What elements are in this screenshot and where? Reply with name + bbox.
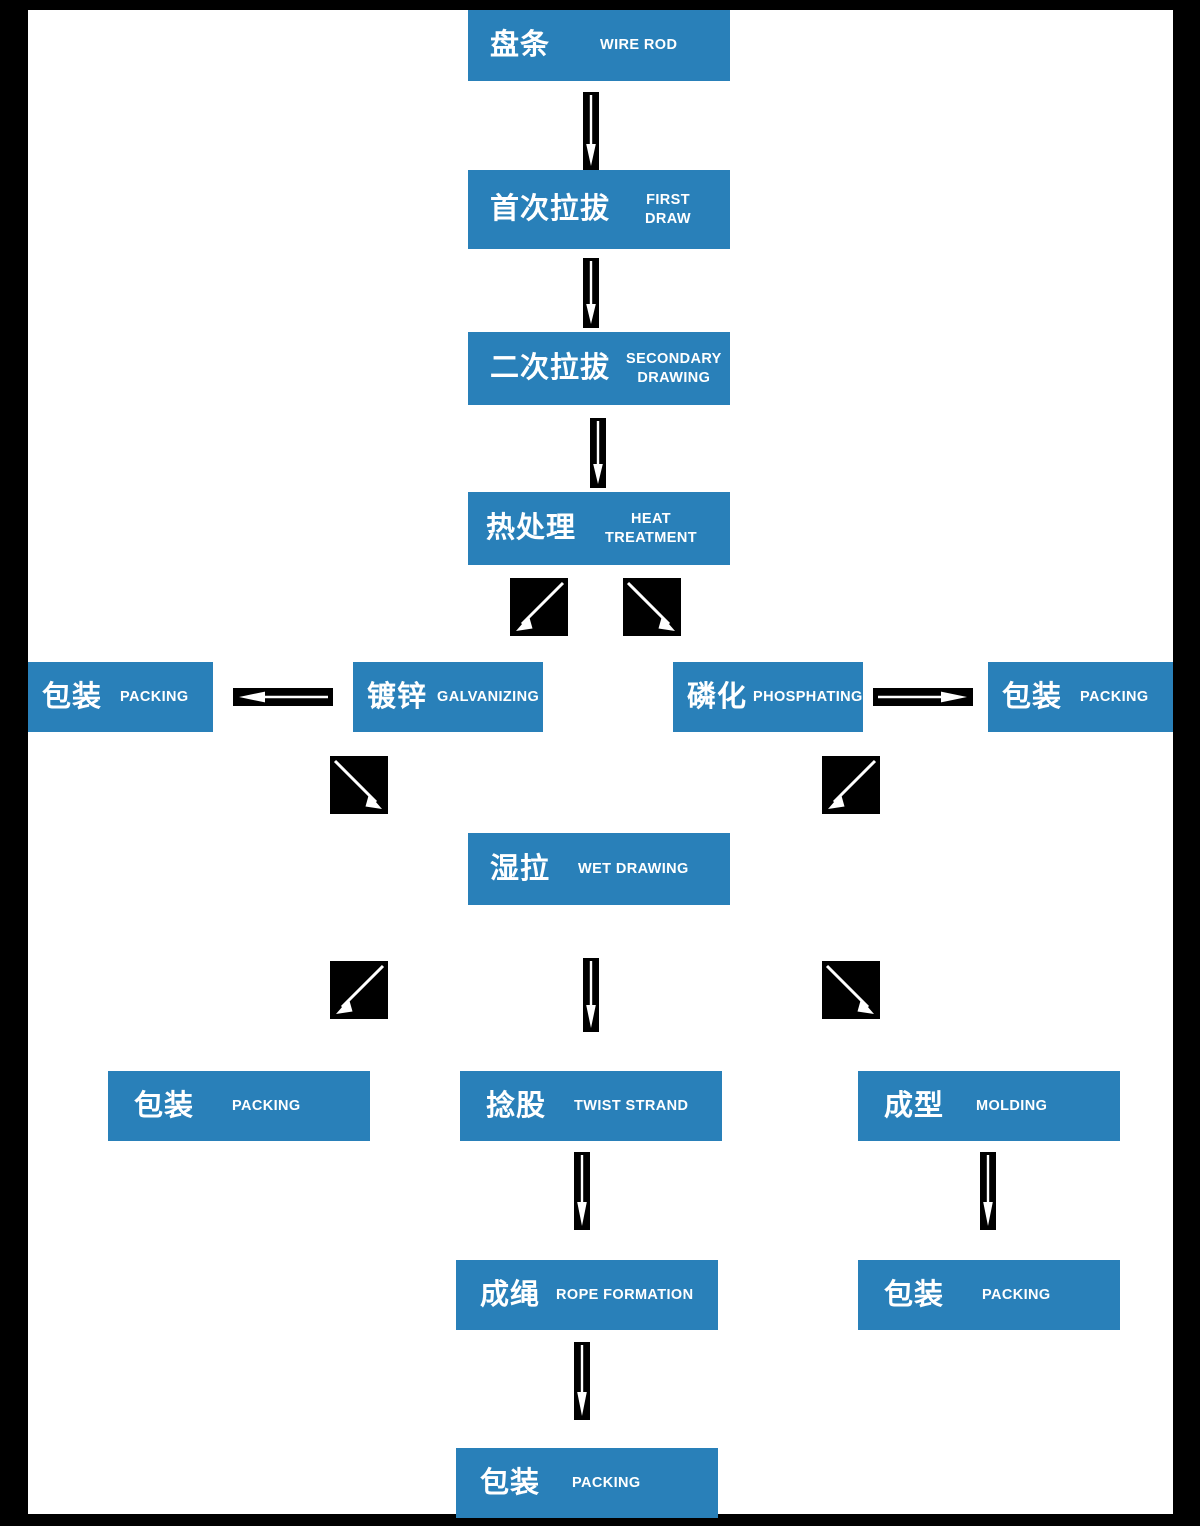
node-galvanizing-cn: 镀锌 — [367, 680, 428, 713]
node-first-draw-cn: 首次拉拔 — [490, 193, 611, 225]
node-packing-right-2-cn: 包装 — [884, 1278, 945, 1311]
node-rope-formation-en: ROPE FORMATION — [556, 1286, 694, 1303]
node-galvanizing[interactable]: 镀锌 GALVANIZING — [353, 662, 543, 732]
node-packing-bottom-en: PACKING — [572, 1474, 641, 1491]
node-rope-formation[interactable]: 成绳 ROPE FORMATION — [456, 1260, 718, 1330]
node-packing-left-2-cn: 包装 — [134, 1089, 195, 1122]
connector-phosphating-to-packing-right-1 — [873, 688, 973, 706]
node-phosphating-cn: 磷化 — [687, 680, 748, 713]
connector-heat-treatment-to-phosphating — [623, 578, 681, 636]
node-packing-left-2-en: PACKING — [232, 1097, 301, 1114]
node-heat-treatment[interactable]: 热处理 HEAT TREATMENT — [468, 492, 730, 565]
flowchart-canvas: 盘条 WIRE ROD 首次拉拔 FIRST DRAW 二次拉拔 SECONDA… — [28, 10, 1173, 1518]
connector-galvanizing-to-wet-drawing — [330, 756, 388, 814]
connector-secondary-draw-to-heat-treatment — [590, 418, 606, 488]
node-packing-right-2[interactable]: 包装 PACKING — [858, 1260, 1120, 1330]
node-packing-bottom[interactable]: 包装 PACKING — [456, 1448, 718, 1518]
node-packing-left-1-en: PACKING — [120, 688, 189, 705]
node-secondary-draw[interactable]: 二次拉拔 SECONDARY DRAWING — [468, 332, 730, 405]
connector-rope-formation-to-packing-bottom — [574, 1342, 590, 1420]
node-heat-treatment-cn: 热处理 — [486, 512, 577, 544]
node-secondary-draw-en: SECONDARY DRAWING — [626, 350, 722, 386]
node-wet-drawing-en: WET DRAWING — [578, 860, 689, 877]
node-wet-drawing-cn: 湿拉 — [490, 852, 551, 885]
node-rope-formation-cn: 成绳 — [480, 1278, 541, 1311]
connector-molding-to-packing-right-2 — [980, 1152, 996, 1230]
node-wet-drawing[interactable]: 湿拉 WET DRAWING — [468, 833, 730, 905]
connector-first-draw-to-secondary-draw — [583, 258, 599, 328]
node-packing-left-2[interactable]: 包装 PACKING — [108, 1071, 370, 1141]
connector-wet-drawing-to-molding — [822, 961, 880, 1019]
node-heat-treatment-en: HEAT TREATMENT — [605, 510, 697, 546]
node-packing-right-2-en: PACKING — [982, 1286, 1051, 1303]
node-phosphating[interactable]: 磷化 PHOSPHATING — [673, 662, 863, 732]
node-phosphating-en: PHOSPHATING — [753, 688, 863, 705]
node-molding[interactable]: 成型 MOLDING — [858, 1071, 1120, 1141]
connector-wire-rod-to-first-draw — [583, 92, 599, 170]
connector-wet-drawing-to-packing-left-2 — [330, 961, 388, 1019]
connector-wet-drawing-to-twist-strand — [583, 958, 599, 1032]
node-packing-right-1[interactable]: 包装 PACKING — [988, 662, 1173, 732]
connector-twist-strand-to-rope-formation — [574, 1152, 590, 1230]
node-wire-rod-en: WIRE ROD — [600, 37, 678, 54]
connector-phosphating-to-wet-drawing — [822, 756, 880, 814]
node-twist-strand-cn: 捻股 — [486, 1089, 547, 1122]
node-first-draw[interactable]: 首次拉拔 FIRST DRAW — [468, 170, 730, 249]
connector-heat-treatment-to-galvanizing — [510, 578, 568, 636]
node-molding-cn: 成型 — [884, 1089, 945, 1122]
node-packing-bottom-cn: 包装 — [480, 1466, 541, 1499]
node-wire-rod-cn: 盘条 — [490, 29, 551, 61]
node-galvanizing-en: GALVANIZING — [437, 688, 540, 705]
node-packing-left-1[interactable]: 包装 PACKING — [28, 662, 213, 732]
node-packing-left-1-cn: 包装 — [42, 680, 103, 713]
node-twist-strand-en: TWIST STRAND — [574, 1097, 689, 1114]
node-secondary-draw-cn: 二次拉拔 — [490, 352, 611, 384]
node-packing-right-1-cn: 包装 — [1002, 680, 1063, 713]
node-wire-rod[interactable]: 盘条 WIRE ROD — [468, 10, 730, 81]
node-first-draw-en: FIRST DRAW — [645, 191, 691, 227]
node-twist-strand[interactable]: 捻股 TWIST STRAND — [460, 1071, 722, 1141]
node-packing-right-1-en: PACKING — [1080, 688, 1149, 705]
connector-galvanizing-to-packing-left-1 — [233, 688, 333, 706]
node-molding-en: MOLDING — [976, 1097, 1048, 1114]
